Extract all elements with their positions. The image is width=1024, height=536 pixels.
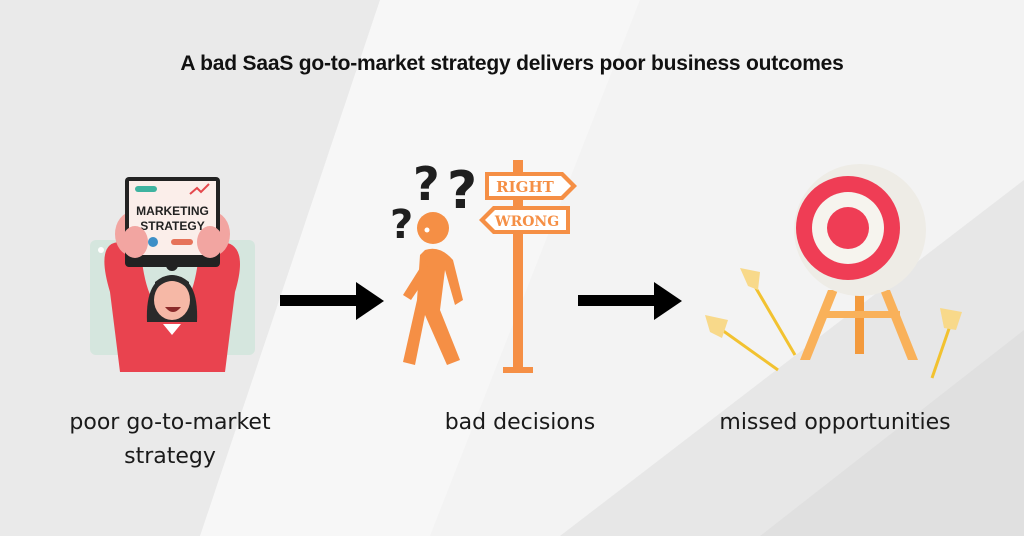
missed-arrow-icon	[705, 315, 779, 372]
tablet-text-strategy: STRATEGY	[140, 219, 204, 233]
question-mark-icon: ?	[447, 161, 477, 221]
right-arrow-icon	[578, 282, 682, 320]
missed-arrow-icon	[930, 308, 962, 379]
sign-right: RIGHT	[496, 178, 554, 196]
woman-marketing-strategy-illustration: MARKETING STRATEGY	[90, 177, 255, 372]
confused-person-signpost-illustration: ? ? ? RIGHT WRONG	[390, 157, 577, 373]
missed-arrow-icon	[740, 268, 797, 356]
page-title: A bad SaaS go-to-market strategy deliver…	[180, 52, 844, 75]
target-missed-arrows-illustration	[705, 164, 962, 379]
sign-wrong: WRONG	[494, 214, 559, 230]
step-label-poor-strategy: poor go-to-market strategy	[69, 410, 271, 469]
right-arrow-icon	[280, 282, 384, 320]
question-mark-icon: ?	[413, 157, 440, 211]
tablet-text-marketing: MARKETING	[136, 204, 209, 218]
step-label-bad-decisions: bad decisions	[444, 410, 596, 435]
step-label-missed-opportunities: missed opportunities	[719, 410, 951, 435]
step-bad-decisions: ? ? ? RIGHT WRONG	[385, 150, 585, 380]
question-mark-icon: ?	[390, 202, 413, 248]
step-missed-opportunities	[700, 160, 970, 380]
step-poor-strategy: MARKETING STRATEGY	[85, 172, 260, 382]
